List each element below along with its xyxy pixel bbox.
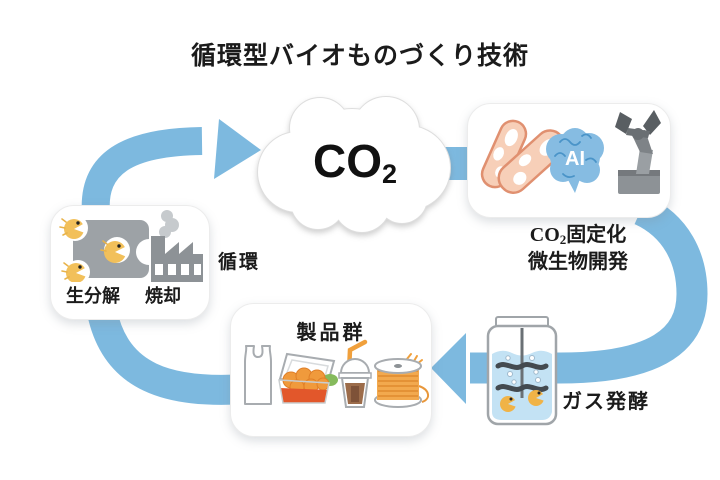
co2-text: CO2 [275,134,435,188]
products-box: 製品群 [230,303,432,437]
arrowhead-to-products [431,333,466,404]
disposal-box-icons [59,210,203,282]
microbe-icon [59,218,85,239]
co2-text-sub: 2 [381,159,398,189]
disposal-box: 生分解 焼却 [50,205,210,320]
arrow-fixation-to-fermenter [470,195,708,384]
fixation-caption-co: CO [529,224,560,246]
fixation-caption-line2: 微生物開発 [528,250,628,273]
biodegradation-icon [59,215,162,282]
drink-cup-icon [338,339,372,408]
microbe-icon [500,390,545,412]
cycle-label: 循環 [218,252,261,273]
fixation-caption: CO2固定化 微生物開発 [493,222,663,275]
fixation-caption-kotei: 固定化 [566,224,627,246]
co2-cloud: CO2 [250,86,460,242]
incineration-label: 焼却 [145,286,181,306]
fermenter-jar [480,312,564,430]
arrow-disposal-to-co2 [81,127,203,216]
co2-cloud-icon [257,96,451,233]
fixation-box: AI [467,103,671,218]
fixation-box-icons: AI [480,110,661,194]
food-box-icon [278,352,338,404]
products-title: 製品群 [296,322,366,344]
microbe-icon [100,240,127,263]
arrow-products-to-disposal [87,308,247,405]
fermentation-label: ガス発酵 [562,391,650,413]
co2-text-main: CO [312,135,382,187]
fixation-caption-sub2: 2 [559,232,567,247]
shopping-bag-icon [244,345,272,405]
ai-brain-label: AI [565,148,585,170]
fixation-caption-line1: CO2固定化 [529,224,627,247]
arrowhead-to-co2 [214,119,261,179]
factory-icon [151,210,203,282]
page-title: 循環型バイオものづくり技術 [190,43,529,70]
robot-arm-icon [615,110,661,194]
products-icons [244,339,429,408]
yarn-spool-icon [374,353,429,408]
ai-brain-icon: AI [546,128,604,193]
biodegradation-label: 生分解 [66,286,120,306]
microbe-icon [61,262,87,282]
fermenter-jar-icon [486,316,558,426]
